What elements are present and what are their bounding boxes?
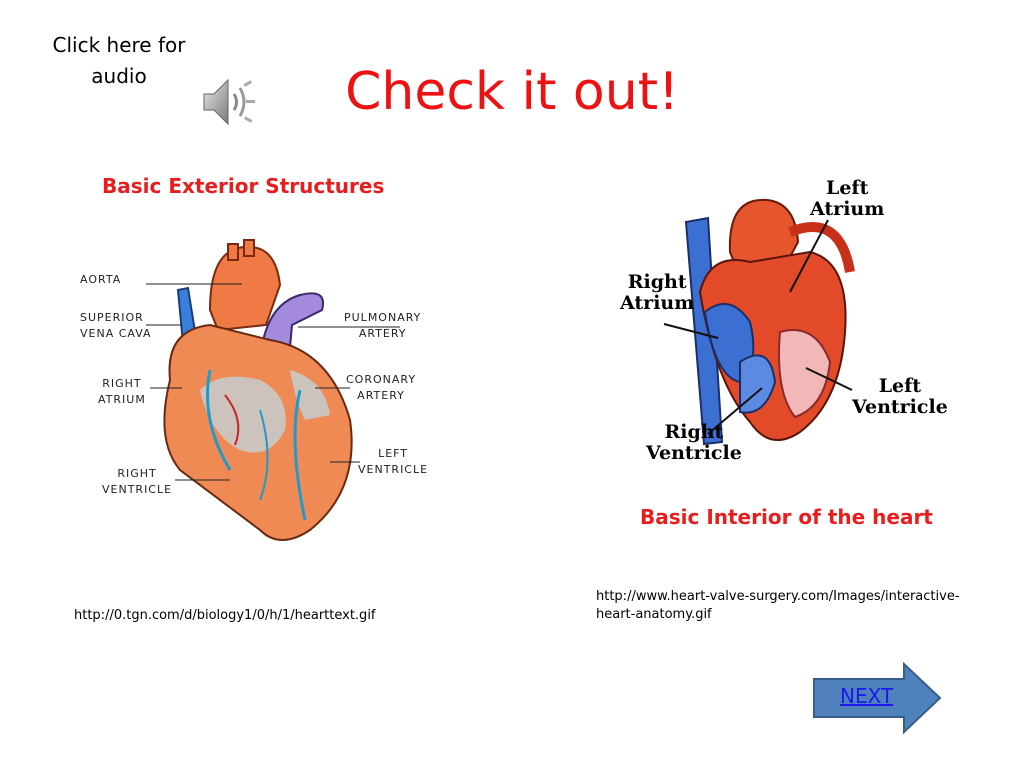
interior-source-url: http://www.heart-valve-surgery.com/Image… — [596, 589, 960, 622]
label-pulmonary-artery: PULMONARY ARTERY — [344, 311, 422, 340]
label-right-ventricle-interior: Right Ventricle — [646, 421, 742, 464]
label-left-ventricle-interior: Left Ventricle — [852, 375, 948, 418]
label-right-ventricle-exterior: RIGHT VENTRICLE — [102, 467, 173, 496]
next-button-label: NEXT — [840, 684, 894, 708]
label-aorta: AORTA — [80, 273, 122, 286]
right-arrow-icon — [813, 662, 942, 734]
label-left-atrium: Left Atrium — [810, 177, 885, 220]
page-title: Check it out! — [345, 62, 679, 122]
next-button[interactable]: NEXT — [812, 662, 942, 734]
label-right-atrium-interior: Right Atrium — [620, 271, 695, 314]
exterior-source-url: http://0.tgn.com/d/biology1/0/h/1/heartt… — [74, 608, 376, 623]
speaker-icon[interactable] — [198, 74, 258, 130]
audio-label: Click here for audio — [52, 33, 186, 88]
interior-caption: Basic Interior of the heart — [640, 505, 933, 529]
label-left-ventricle-exterior: LEFT VENTRICLE — [358, 447, 429, 476]
exterior-caption: Basic Exterior Structures — [102, 174, 385, 198]
label-right-atrium-exterior: RIGHT ATRIUM — [98, 377, 146, 406]
exterior-heart-diagram: AORTA SUPERIOR VENA CAVA PULMONARY ARTER… — [60, 230, 460, 560]
interior-heart-diagram: Left Atrium Right Atrium Left Ventricle … — [600, 172, 960, 472]
label-coronary-artery: CORONARY ARTERY — [346, 373, 417, 402]
label-superior-vena-cava: SUPERIOR VENA CAVA — [80, 311, 152, 340]
